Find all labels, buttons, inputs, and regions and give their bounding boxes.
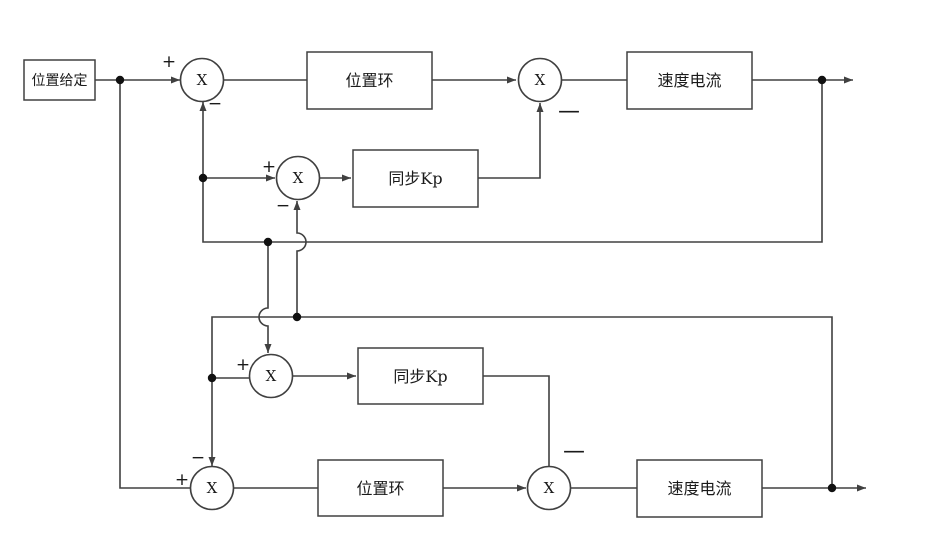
minus-sign: − (208, 94, 222, 114)
minus-dash-sign: — (558, 99, 580, 124)
plus-sign: + (162, 52, 176, 72)
junction-sum-sync-top-symbol: X (293, 169, 304, 187)
minus-sign: − (191, 448, 205, 468)
junction-sum-sync-bottom-symbol: X (266, 367, 277, 385)
block-sync-kp-top: 同步Kp (352, 149, 479, 208)
junction-sum-position-top: X + − (162, 52, 225, 114)
wire-cross-bottom-to-sync-top (293, 201, 307, 317)
junction-sum-sync-top: X + − (262, 155, 321, 216)
wire-cross-top-to-sync-bottom (258, 242, 272, 353)
block-position-setpoint: 位置给定 (23, 59, 96, 101)
wire-sync-kp-top-to-sum3 (478, 103, 544, 179)
minus-dash-sign: — (563, 439, 585, 464)
wire-setpoint-branch-to-bottom (119, 80, 190, 489)
block-speed-current-bottom-label: 速度电流 (667, 479, 731, 498)
junction-sum-speed-bottom: X — (526, 439, 585, 511)
block-speed-current-top: 速度电流 (626, 51, 753, 110)
block-position-loop-bottom-label: 位置环 (356, 479, 404, 498)
plus-sign: + (236, 355, 250, 375)
junction-sum-speed-top-symbol: X (535, 71, 546, 89)
wire-feedback-bottom (208, 316, 833, 488)
block-speed-current-bottom: 速度电流 (636, 459, 763, 518)
minus-sign: − (276, 196, 290, 216)
plus-sign: + (262, 157, 276, 177)
node-output-bottom (827, 483, 837, 493)
junction-sum-speed-bottom-symbol: X (544, 479, 555, 497)
node-cross-bottom-branch (292, 312, 302, 322)
node-feedback-top-branch (198, 173, 208, 183)
block-position-loop-top: 位置环 (306, 51, 433, 110)
node-setpoint-branch (115, 75, 125, 85)
block-speed-current-top-label: 速度电流 (657, 71, 721, 90)
block-sync-kp-bottom-label: 同步Kp (393, 367, 447, 386)
junction-sum-position-bottom-symbol: X (207, 479, 218, 497)
node-cross-top-branch (263, 237, 273, 247)
block-position-loop-top-label: 位置环 (345, 71, 393, 90)
junction-sum-speed-top: X — (517, 57, 580, 124)
block-sync-kp-top-label: 同步Kp (388, 169, 442, 188)
node-feedback-bottom-branch (207, 373, 217, 383)
block-position-setpoint-label: 位置给定 (32, 73, 88, 89)
node-output-top (817, 75, 827, 85)
junction-sum-position-bottom: X + − (175, 448, 235, 511)
wire-sync-kp-bottom-to-sum6 (483, 375, 550, 466)
junction-sum-position-top-symbol: X (197, 71, 208, 89)
junction-sum-sync-bottom: X + (236, 353, 294, 399)
wire-feedback-top (199, 80, 823, 243)
block-position-loop-bottom: 位置环 (317, 459, 444, 517)
plus-sign: + (175, 470, 189, 490)
block-sync-kp-bottom: 同步Kp (357, 347, 484, 405)
